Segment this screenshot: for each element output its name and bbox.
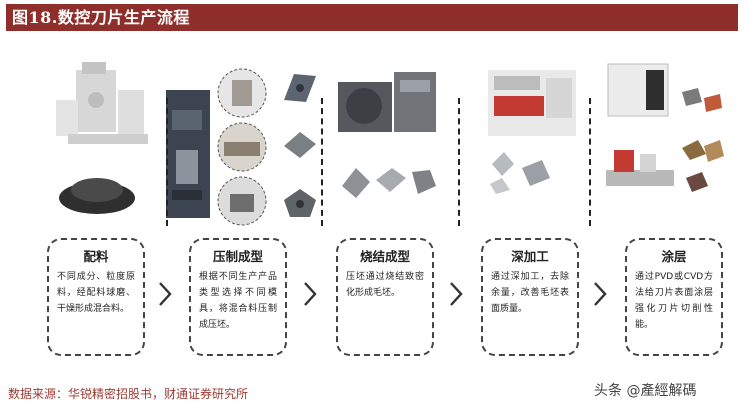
stage-sintering: 烧结成型 压坯通过烧结致密化形成毛坯。: [336, 238, 434, 356]
mixing-equipment-image: [56, 62, 148, 144]
stage-title: 涂层: [661, 249, 687, 264]
sintering-furnace-image: [338, 72, 436, 132]
separator-2: [321, 98, 323, 226]
chevron-right-icon: [304, 282, 317, 306]
data-source-note: 数据来源：华锐精密招股书，财通证券研究所: [8, 387, 249, 401]
stage-title: 压制成型: [212, 249, 263, 264]
stage-machining: 深加工 通过深加工，去除余量，改善毛坯表面质量。: [481, 238, 579, 356]
stage-description: 根据不同生产产品类型选择不同模具，将混合料压制成压坯。: [199, 272, 277, 330]
figure-title: 图18.数控刀片生产流程: [6, 4, 738, 31]
stage-title: 配料: [83, 249, 109, 264]
stage-description: 通过PVD或CVD方法给刀片表面涂层强化刀片切削性能。: [635, 272, 713, 330]
grinding-machine-image: [488, 70, 576, 136]
separator-4: [589, 98, 591, 226]
chevron-right-icon: [159, 282, 172, 306]
coating-line-image: [606, 150, 674, 186]
stage-pressing: 压制成型 根据不同生产产品类型选择不同模具，将混合料压制成压坯。: [189, 238, 287, 356]
coated-inserts-image: [682, 88, 724, 192]
separator-1: [166, 98, 168, 226]
mold-closeup-2-image: [217, 122, 267, 172]
stage-title: 深加工: [511, 249, 549, 264]
pressed-insert-3-image: [284, 189, 316, 217]
coating-machine-image: [607, 63, 669, 117]
watermark: 头条 @產經解碼: [594, 383, 697, 399]
mold-closeup-1-image: [217, 68, 267, 118]
stage-description: 通过深加工，去除余量，改善毛坯表面质量。: [491, 272, 569, 314]
machined-inserts-image: [490, 152, 550, 194]
chevron-right-icon: [450, 282, 463, 306]
separator-3: [458, 98, 460, 226]
stage-batching: 配料 不同成分、粒度原料，经配料球磨、干燥形成混合料。: [47, 238, 145, 356]
stage-coating: 涂层 通过PVD或CVD方法给刀片表面涂层强化刀片切削性能。: [625, 238, 723, 356]
powder-pile-image: [59, 178, 135, 214]
pressed-insert-1-image: [284, 74, 316, 102]
pressed-insert-2-image: [284, 132, 316, 158]
press-machine-image: [166, 90, 210, 218]
chevron-right-icon: [594, 282, 607, 306]
stage-description: 不同成分、粒度原料，经配料球磨、干燥形成混合料。: [57, 272, 135, 314]
stage-description: 压坯通过烧结致密化形成毛坯。: [346, 272, 424, 298]
sintered-inserts-image: [342, 168, 436, 198]
mold-closeup-3-image: [217, 176, 267, 226]
stage-title: 烧结成型: [359, 249, 410, 264]
